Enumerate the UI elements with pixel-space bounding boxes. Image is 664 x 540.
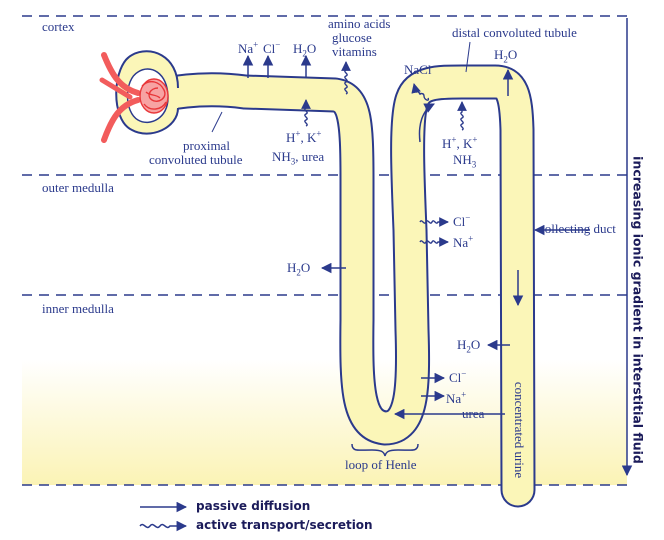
active-pct-amino (341, 61, 351, 95)
label-concentrated-urine: concentrated urine (512, 381, 527, 479)
label-amino-acids: amino acids (328, 16, 391, 31)
label-cd-h2o: H2O (457, 337, 481, 355)
label-pct-h-k: H+, K+ (286, 128, 322, 145)
label-pct-cl: Cl− (263, 39, 281, 56)
label-urea: urea (462, 406, 485, 421)
inner-medulla-gradient (22, 360, 627, 485)
afferent-arteriole (101, 52, 141, 96)
passive-arrows (242, 54, 590, 420)
label-dct-nh3: NH3 (453, 152, 477, 170)
label-glucose: glucose (332, 30, 372, 45)
blood-vessels (99, 52, 141, 143)
label-pct-h2o: H2O (293, 41, 317, 59)
label-ionic-gradient: increasing ionic gradient in interstitia… (630, 156, 646, 464)
zone-label-outer-medulla: outer medulla (42, 180, 114, 195)
label-asc-cl-active: Cl− (453, 212, 471, 229)
label-pct-nh3-urea: NH3, urea (272, 149, 325, 167)
legend-active-label: active transport/secretion (196, 518, 373, 532)
vessel-stub (99, 77, 133, 100)
label-pct-na: Na+ (238, 39, 259, 56)
label-dct-h-k: H+, K+ (442, 134, 478, 151)
label-loop-of-henle: loop of Henle (345, 457, 417, 472)
active-asc-na (419, 237, 449, 247)
efferent-arteriole (101, 97, 141, 143)
glomerulus (139, 78, 169, 114)
label-collecting-duct: collecting duct (539, 221, 616, 236)
legend-active-symbol (139, 520, 188, 532)
active-dct-secretion (457, 101, 467, 131)
loop-of-henle-brace (351, 443, 419, 457)
label-vitamins: vitamins (332, 44, 377, 59)
label-asc-na-active: Na+ (453, 233, 474, 250)
active-arrows (301, 61, 467, 247)
proximal-pointer (211, 111, 223, 133)
label-distal: distal convoluted tubule (452, 25, 577, 40)
legend-passive-label: passive diffusion (196, 499, 311, 513)
tubule-fill (144, 66, 534, 506)
label-proximal-1: proximal (183, 138, 230, 153)
active-asc-cl (419, 217, 449, 227)
label-asc-cl-passive: Cl− (449, 368, 467, 385)
label-dct-h2o: H2O (494, 47, 518, 65)
label-asc-na-passive: Na+ (446, 389, 467, 406)
tubule (142, 64, 536, 508)
label-nacl: NaCl (404, 62, 432, 77)
zone-label-inner-medulla: inner medulla (42, 301, 114, 316)
label-proximal-2: convoluted tubule (149, 152, 243, 167)
zone-label-cortex: cortex (42, 19, 75, 34)
label-desc-h2o: H2O (287, 260, 311, 278)
arrow-ascending-flow (418, 103, 435, 143)
active-pct-secretion (301, 99, 311, 127)
distal-pointer (465, 41, 471, 73)
active-dct-nacl (411, 83, 430, 101)
